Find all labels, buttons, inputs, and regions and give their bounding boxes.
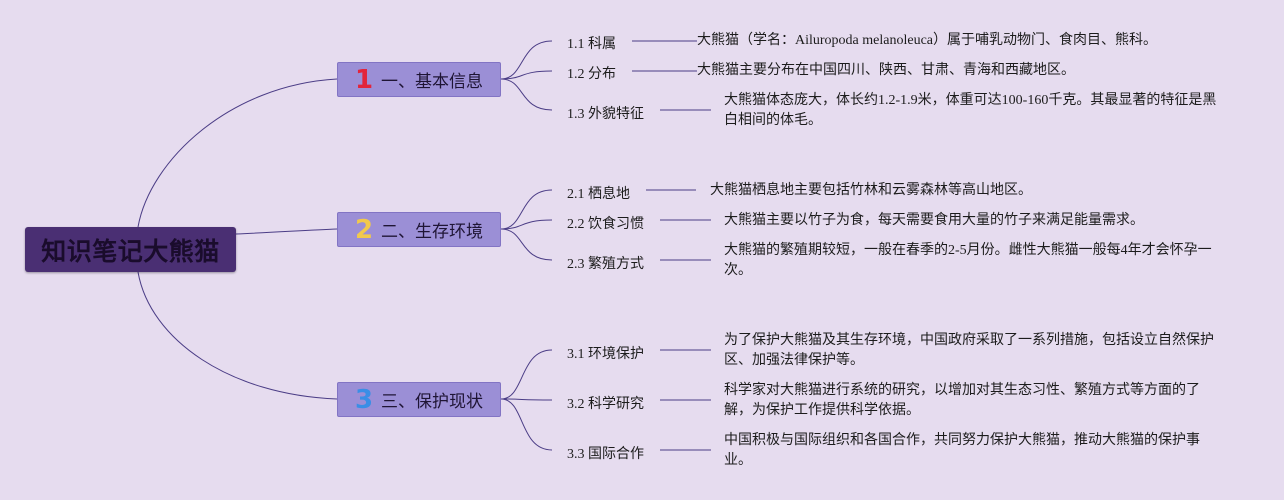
branch-label: 一、基本信息	[381, 72, 484, 92]
branch-1-to-leaf-2-line	[500, 70, 553, 80]
leaf-3-2[interactable]: 3.2 科学研究	[567, 397, 644, 412]
branch-label: 二、生存环境	[381, 222, 484, 242]
leaf-1-1[interactable]: 1.1 科属	[567, 37, 616, 52]
number-1-badge: 1	[354, 64, 374, 95]
desc-3-3: 中国积极与国际组织和各国合作，共同努力保护大熊猫，推动大熊猫的保护事业。	[724, 433, 1200, 468]
branch-2-to-leaf-1-line	[500, 189, 553, 230]
desc-3-2: 科学家对大熊猫进行系统的研究，以增加对其生态习性、繁殖方式等方面的了解，为保护工…	[724, 383, 1200, 418]
desc-2-1: 大熊猫栖息地主要包括竹林和云雾森林等高山地区。	[710, 183, 1032, 198]
desc-1-2: 大熊猫主要分布在中国四川、陕西、甘肃、青海和西藏地区。	[697, 63, 1075, 78]
branch-label: 三、保护现状	[381, 392, 484, 412]
number-3-badge: 3	[354, 384, 374, 415]
desc-3-1: 为了保护大熊猫及其生存环境，中国政府采取了一系列措施，包括设立自然保护区、加强法…	[724, 333, 1214, 368]
root-to-branch-1-line	[137, 78, 338, 228]
leaf-2-1[interactable]: 2.1 栖息地	[567, 187, 630, 202]
branch-1-to-leaf-3-line	[500, 78, 553, 111]
branch-3-to-leaf-3-line	[500, 398, 553, 451]
branch-basic-info[interactable]: 1 一、基本信息	[337, 62, 501, 97]
branch-environment[interactable]: 2 二、生存环境	[337, 212, 501, 247]
number-2-badge: 2	[354, 214, 374, 245]
leaf-3-1[interactable]: 3.1 环境保护	[567, 347, 644, 362]
leaf-2-3[interactable]: 2.3 繁殖方式	[567, 257, 644, 272]
leaf-2-2[interactable]: 2.2 饮食习惯	[567, 217, 644, 232]
leaf-1-2[interactable]: 1.2 分布	[567, 67, 616, 82]
branch-3-to-leaf-2-line	[500, 398, 553, 401]
root-topic[interactable]: 知识笔记大熊猫	[25, 227, 236, 272]
leaf-1-3[interactable]: 1.3 外貌特征	[567, 107, 644, 122]
branch-2-to-leaf-2-line	[500, 219, 553, 230]
branch-protection[interactable]: 3 三、保护现状	[337, 382, 501, 417]
desc-1-3: 大熊猫体态庞大，体长约1.2-1.9米，体重可达100-160千克。其最显著的特…	[724, 93, 1217, 128]
branch-2-to-leaf-3-line	[500, 228, 553, 261]
desc-2-3: 大熊猫的繁殖期较短，一般在春季的2-5月份。雌性大熊猫一般每4年才会怀孕一次。	[724, 243, 1212, 278]
leaf-3-3[interactable]: 3.3 国际合作	[567, 447, 644, 462]
branch-3-to-leaf-1-line	[500, 349, 553, 400]
root-to-branch-3-line	[137, 271, 338, 400]
desc-1-1: 大熊猫（学名：Ailuropoda melanoleuca）属于哺乳动物门、食肉…	[697, 33, 1158, 48]
branch-1-to-leaf-1-line	[500, 40, 553, 80]
root-to-branch-2-line	[235, 228, 338, 235]
desc-2-2: 大熊猫主要以竹子为食，每天需要食用大量的竹子来满足能量需求。	[724, 213, 1144, 228]
